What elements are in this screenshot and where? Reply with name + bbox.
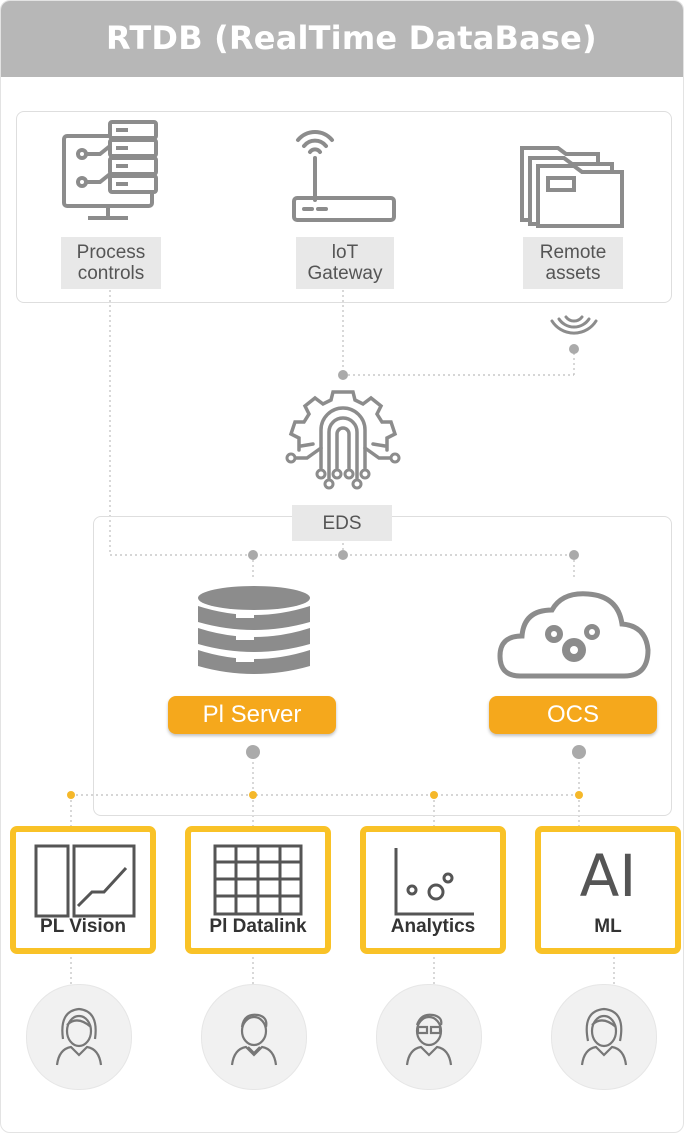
pi-server-button[interactable]: Pl Server: [168, 696, 336, 734]
wireless-signal-icon: [550, 315, 598, 335]
scatter-plot-icon: [394, 848, 474, 916]
router-icon: [292, 129, 396, 222]
ocs-label: OCS: [546, 701, 599, 728]
source-label-remote-assets: Remote assets: [523, 237, 623, 289]
server-monitor-icon: [62, 120, 158, 220]
fingerprint-gear-icon: [285, 390, 401, 490]
cloud-gears-icon: [497, 591, 651, 679]
folder-icon: [520, 146, 624, 228]
source-label-line1: loT: [331, 242, 359, 263]
tool-analytics[interactable]: Analytics: [360, 826, 506, 954]
chart-window-icon: [34, 844, 136, 918]
pi-server-label: Pl Server: [202, 701, 302, 728]
glasses-user-icon: [405, 1013, 453, 1066]
source-label-line2: Gateway: [307, 263, 383, 284]
woman-user-icon: [580, 1007, 628, 1066]
source-label-line1: Process: [76, 242, 146, 263]
man-user-icon: [230, 1013, 278, 1066]
sources-panel: [16, 111, 672, 303]
tool-ml[interactable]: AI ML: [535, 826, 681, 954]
woman-user-icon: [55, 1007, 103, 1066]
source-label-line2: controls: [77, 263, 145, 284]
header-bar: RTDB (RealTime DataBase): [1, 1, 683, 77]
eds-label-text: EDS: [322, 512, 362, 534]
page-title: RTDB (RealTime DataBase): [106, 19, 597, 57]
tool-label: ML: [594, 916, 622, 937]
source-label-iot-gateway: loT Gateway: [296, 237, 394, 289]
ocs-button[interactable]: OCS: [489, 696, 657, 734]
source-label-line1: Remote: [539, 242, 607, 263]
grid-table-icon: [213, 844, 303, 916]
tool-pl-vision[interactable]: PL Vision: [10, 826, 156, 954]
avatar: [26, 984, 132, 1090]
avatar: [201, 984, 307, 1090]
avatar: [376, 984, 482, 1090]
source-label-line2: assets: [545, 263, 601, 284]
avatar: [551, 984, 657, 1090]
tool-label: PL Vision: [40, 916, 126, 937]
tool-label: Analytics: [390, 916, 476, 937]
tool-label: Pl Datalink: [209, 916, 307, 937]
eds-label: EDS: [292, 505, 392, 541]
ai-text-icon: AI: [579, 842, 637, 910]
source-label-process-controls: Process controls: [61, 237, 161, 289]
database-icon: [198, 586, 310, 674]
tool-pl-datalink[interactable]: Pl Datalink: [185, 826, 331, 954]
